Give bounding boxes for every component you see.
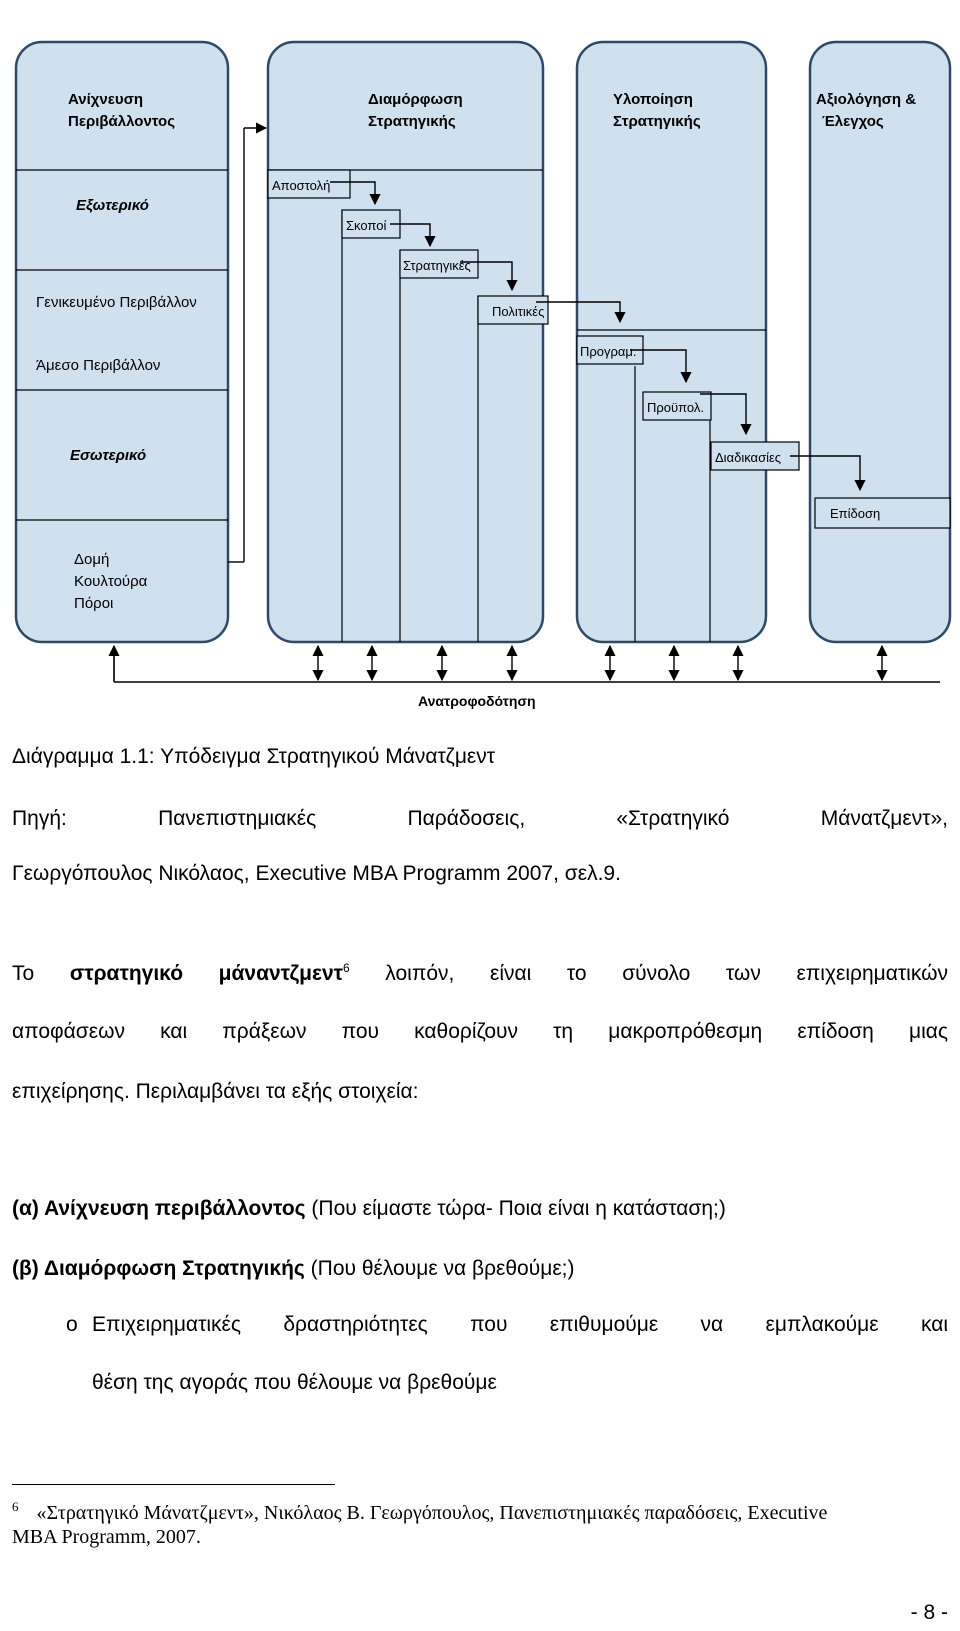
col2-title-line1: Διαμόρφωση bbox=[368, 91, 463, 108]
item-a-title: (α) Ανίχνευση περιβάλλοντος bbox=[12, 1197, 306, 1220]
para1-rest: λοιπόν, είναι το σύνολο των επιχειρηματι… bbox=[349, 962, 948, 985]
paragraph-1-line-1: Το στρατηγικό μάναντζμεντ6 λοιπόν, είναι… bbox=[12, 961, 948, 987]
footnote-rule bbox=[12, 1484, 335, 1485]
strategic-management-diagram: Ανίχνευση Περιβάλλοντος Εξωτερικό Γενικε… bbox=[14, 40, 952, 709]
footnote-ref: 6 bbox=[343, 961, 350, 975]
col1-title-line2: Περιβάλλοντος bbox=[68, 113, 175, 130]
resources-label: Πόροι bbox=[74, 595, 113, 612]
policies-label: Πολιτικές bbox=[492, 304, 544, 319]
panel-evaluation-control bbox=[808, 40, 952, 644]
immediate-environment-label: Άμεσο Περιβάλλον bbox=[36, 357, 160, 374]
external-label: Εξωτερικό bbox=[76, 197, 149, 214]
bullet-line-1: Επιχειρηματικές δραστηριότητες που επιθυ… bbox=[92, 1313, 948, 1336]
paragraph-1-line-2: αποφάσεων και πράξεων που καθορίζουν τη … bbox=[12, 1020, 948, 1043]
item-a-rest: (Που είμαστε τώρα- Ποια είναι η κατάστασ… bbox=[305, 1197, 726, 1220]
feedback-label: Ανατροφοδότηση bbox=[418, 693, 536, 709]
bullet-marker: o bbox=[66, 1313, 78, 1336]
panel-environmental-scanning bbox=[14, 40, 230, 644]
col4-title-line1: Αξιολόγηση & bbox=[816, 91, 916, 108]
para1-start: Το bbox=[12, 962, 70, 985]
item-a: (α) Ανίχνευση περιβάλλοντος (Που είμαστε… bbox=[12, 1196, 726, 1222]
strategic-management-term: στρατηγικό μάναντζμεντ bbox=[69, 962, 343, 985]
col3-title-line1: Υλοποίηση bbox=[613, 91, 693, 108]
col3-title-line2: Στρατηγικής bbox=[613, 113, 701, 130]
strategies-label: Στρατηγικές bbox=[403, 258, 471, 273]
page-number: - 8 - bbox=[910, 1601, 948, 1624]
mission-label: Αποστολή bbox=[272, 178, 330, 193]
internal-label: Εσωτερικό bbox=[70, 447, 146, 464]
paragraph-1-line-3: επιχείρησης. Περιλαμβάνει τα εξής στοιχε… bbox=[12, 1080, 419, 1103]
col4-title-line2: Έλεγχος bbox=[822, 113, 884, 130]
item-b-rest: (Που θέλουμε να βρεθούμε;) bbox=[304, 1257, 575, 1280]
general-environment-label: Γενικευμένο Περιβάλλον bbox=[36, 294, 197, 311]
objectives-label: Σκοποί bbox=[346, 218, 386, 233]
footnote-line-2: MBA Programm, 2007. bbox=[12, 1526, 201, 1548]
col2-title-line2: Στρατηγικής bbox=[368, 113, 456, 130]
item-b: (β) Διαμόρφωση Στρατηγικής (Που θέλουμε … bbox=[12, 1256, 575, 1282]
structure-label: Δομή bbox=[74, 551, 109, 568]
budgets-label: Προϋπολ. bbox=[647, 400, 704, 415]
footnote-line-1: 6 «Στρατηγικό Μάνατζμεντ», Νικόλαος Β. Γε… bbox=[12, 1499, 828, 1524]
figure-caption: Διάγραμμα 1.1: Υπόδειγμα Στρατηγικού Μάν… bbox=[12, 745, 496, 768]
col1-title-line1: Ανίχνευση bbox=[68, 91, 143, 108]
procedures-label: Διαδικασίες bbox=[715, 450, 781, 465]
performance-label: Επίδοση bbox=[830, 506, 880, 521]
footnote-text-1: «Στρατηγικό Μάνατζμεντ», Νικόλαος Β. Γεω… bbox=[36, 1502, 828, 1524]
source-line-1: Πηγή: Πανεπιστημιακές Παράδοσεις, «Στρατ… bbox=[12, 807, 948, 830]
item-b-title: (β) Διαμόρφωση Στρατηγικής bbox=[12, 1257, 305, 1280]
source-line-2: Γεωργόπουλος Νικόλαος, Executive MBA Pro… bbox=[12, 862, 621, 885]
footnote-mark: 6 bbox=[12, 1499, 19, 1514]
culture-label: Κουλτούρα bbox=[74, 573, 148, 590]
panel-strategy-formulation bbox=[266, 40, 545, 644]
programs-label: Προγραμ. bbox=[580, 344, 637, 359]
bullet-line-2: θέση της αγοράς που θέλουμε να βρεθούμε bbox=[92, 1371, 497, 1394]
